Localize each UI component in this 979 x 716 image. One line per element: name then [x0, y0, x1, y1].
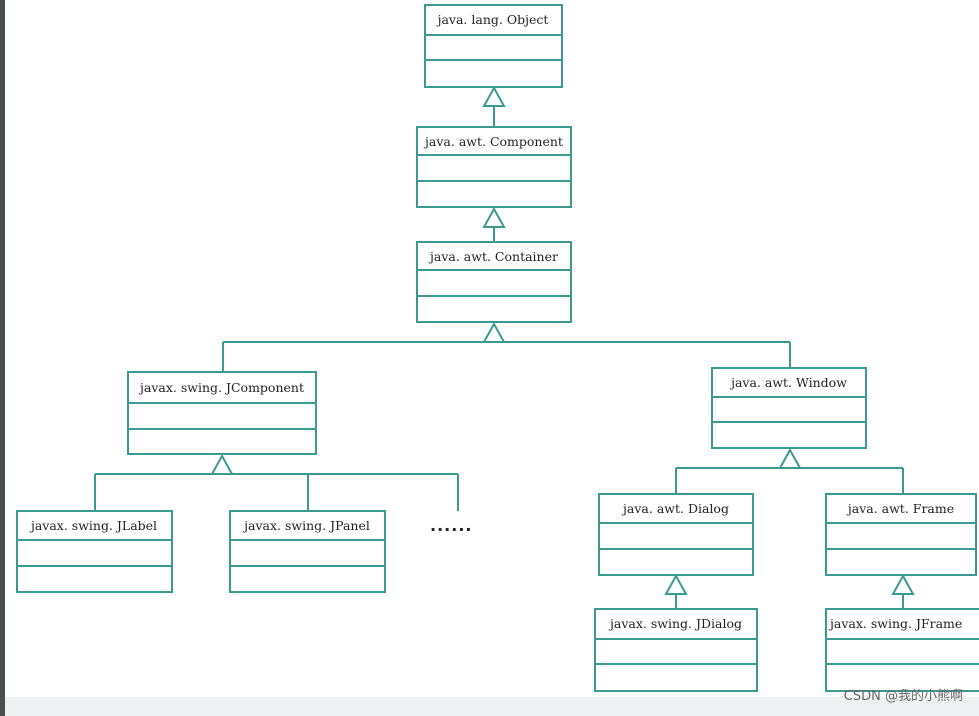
class-name-frame: java. awt. Frame	[846, 501, 954, 516]
arrow-to-frame-icon	[891, 573, 915, 595]
inheritance-arrows	[210, 85, 915, 595]
bottom-strip	[5, 697, 979, 716]
class-name-jpanel: javax. swing. JPanel	[242, 518, 370, 533]
class-box-component	[416, 126, 572, 208]
class-box-jlabel	[16, 510, 173, 593]
class-box-container	[416, 241, 572, 323]
watermark: CSDN @我的小熊啊	[843, 689, 963, 704]
class-name-object: java. lang. Object	[436, 12, 549, 27]
arrow-to-dialog-icon	[664, 573, 688, 595]
class-name-jdialog: javax. swing. JDialog	[608, 616, 742, 631]
more-subclasses-ellipsis: ......	[430, 516, 472, 535]
class-name-jlabel: javax. swing. JLabel	[29, 518, 157, 533]
arrow-to-component-icon	[482, 206, 506, 228]
class-box-dialog	[598, 493, 754, 576]
window-left-edge	[0, 0, 5, 716]
class-name-jframe: javax. swing. JFrame	[828, 616, 962, 631]
arrow-to-object-icon	[482, 85, 506, 107]
class-box-frame	[825, 493, 977, 576]
inheritance-connectors	[94, 106, 904, 609]
class-name-window: java. awt. Window	[729, 375, 847, 390]
arrow-to-container-icon	[482, 321, 506, 343]
class-box-object	[424, 4, 563, 88]
class-name-component: java. awt. Component	[423, 134, 563, 149]
class-box-jdialog	[594, 608, 758, 692]
arrow-to-window-icon	[778, 447, 802, 469]
class-name-dialog: java. awt. Dialog	[621, 501, 729, 516]
class-box-jcomponent	[127, 371, 317, 455]
arrow-to-jcomponent-icon	[210, 453, 234, 475]
class-box-jframe	[825, 608, 979, 692]
class-name-container: java. awt. Container	[428, 249, 558, 264]
class-name-jcomponent: javax. swing. JComponent	[138, 380, 304, 395]
class-box-window	[711, 367, 867, 449]
class-box-jpanel	[229, 510, 386, 593]
